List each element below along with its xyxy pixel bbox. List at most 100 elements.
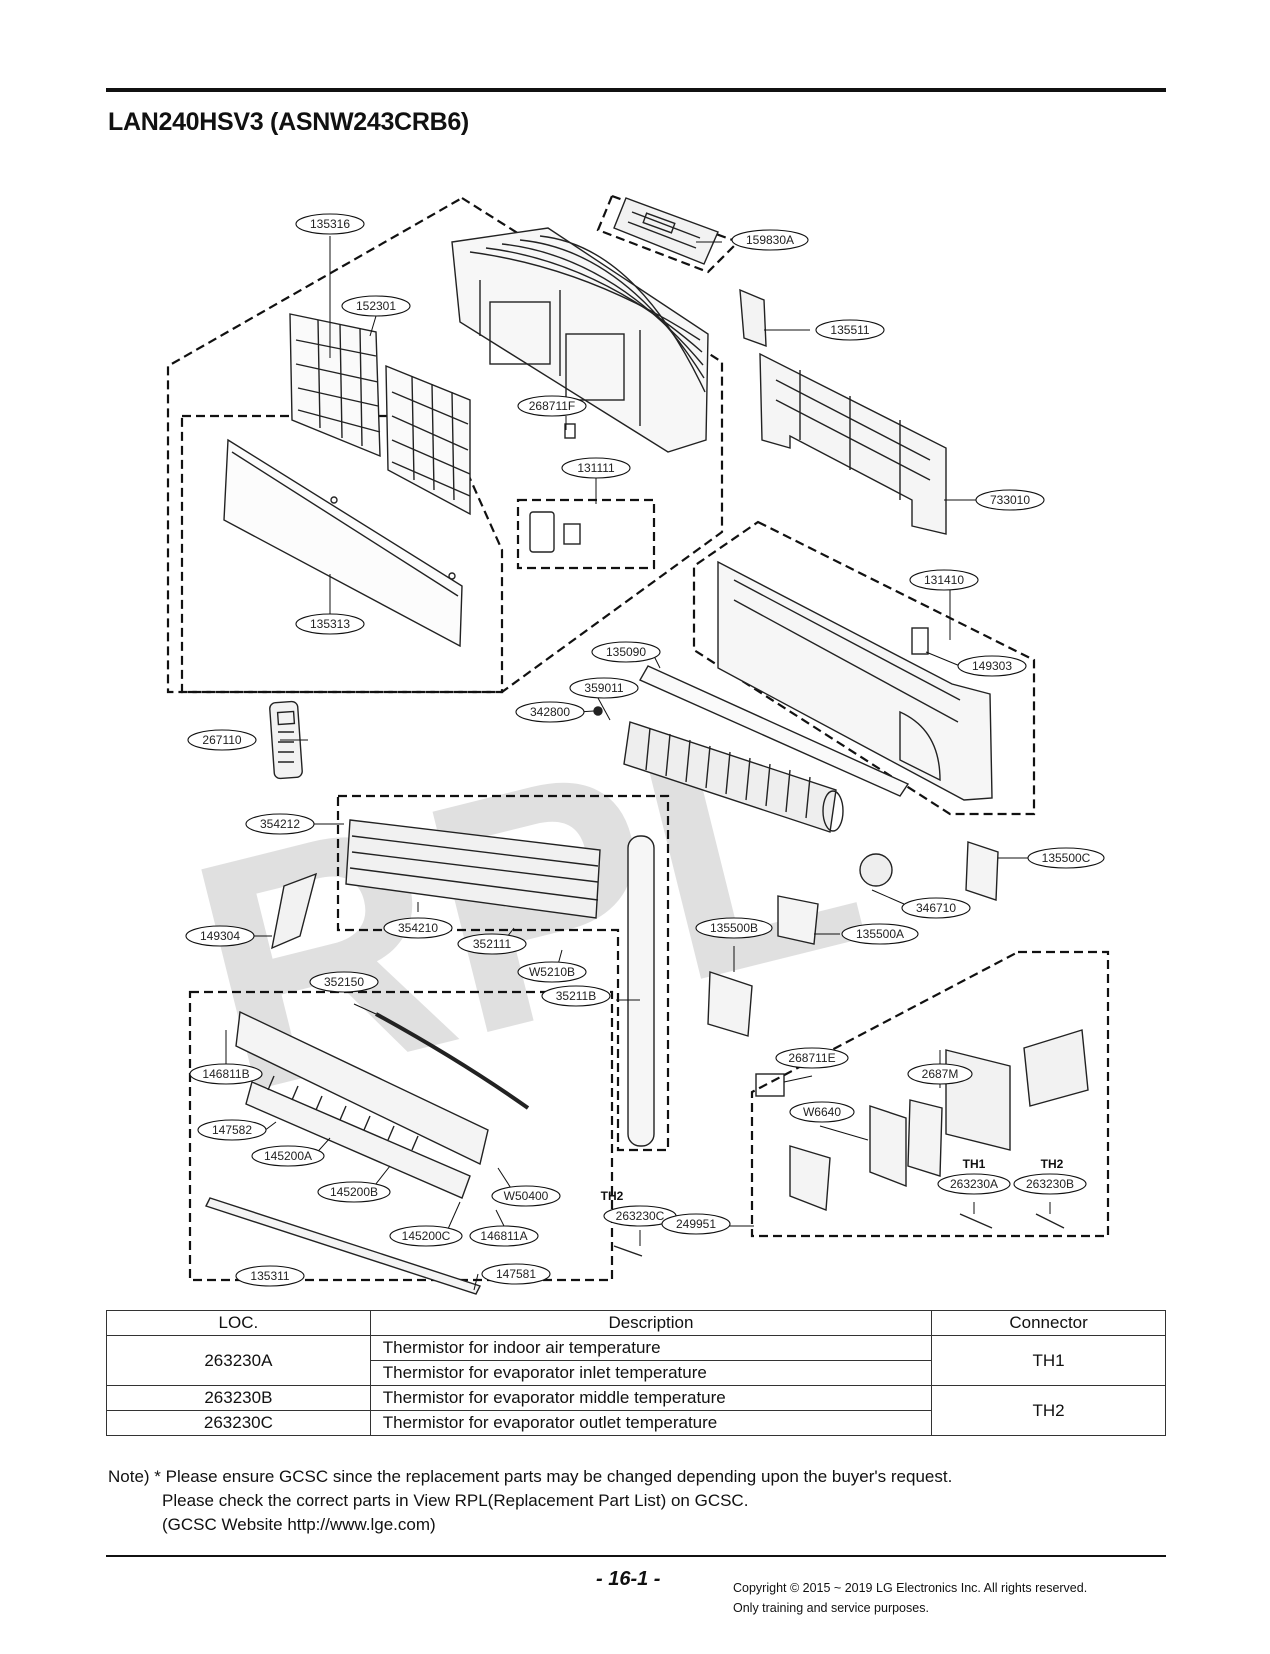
- chassis-body: [717, 560, 993, 801]
- label-146811a: 146811A: [480, 1229, 527, 1243]
- col-header-description: Description: [369, 1310, 933, 1336]
- copyright-notice: Copyright © 2015 ~ 2019 LG Electronics I…: [733, 1578, 1087, 1618]
- part-131111b-shape: [563, 523, 581, 545]
- label-w6640: W6640: [803, 1105, 841, 1119]
- page-title: LAN240HSV3 (ASNW243CRB6): [108, 108, 469, 136]
- label-145200c: 145200C: [402, 1229, 451, 1243]
- cell-loc: 263230B: [106, 1385, 371, 1411]
- label-149304: 149304: [200, 929, 240, 943]
- cell-description: Thermistor for evaporator inlet temperat…: [369, 1360, 933, 1386]
- label-268711e: 268711E: [788, 1051, 835, 1065]
- label-152301: 152301: [356, 299, 396, 313]
- note-line: Please check the correct parts in View R…: [162, 1491, 749, 1510]
- label-135311: 135311: [250, 1269, 289, 1283]
- label-263230a: 263230A: [950, 1177, 998, 1191]
- part-135090-shape: [639, 665, 910, 797]
- note-line: (GCSC Website http://www.lge.com): [162, 1515, 436, 1534]
- label-131410: 131410: [924, 573, 964, 587]
- display-assembly: [613, 197, 719, 265]
- table-row: Thermistor for evaporator inlet temperat…: [107, 1360, 1166, 1386]
- tag-th1: TH1: [963, 1157, 986, 1171]
- top-rule: [106, 88, 1166, 92]
- label-147581: 147581: [496, 1267, 536, 1281]
- label-359011: 359011: [584, 681, 623, 695]
- note-line: Note) * Please ensure GCSC since the rep…: [108, 1467, 953, 1486]
- label-147582: 147582: [212, 1123, 252, 1137]
- label-135500a: 135500A: [856, 927, 904, 941]
- part-149303-shape: [911, 627, 929, 655]
- table-row: 263230C Thermistor for evaporator outlet…: [106, 1410, 1166, 1436]
- label-267110: 267110: [202, 733, 241, 747]
- installation-plate: [759, 352, 947, 535]
- cell-description: Thermistor for evaporator outlet tempera…: [369, 1410, 933, 1436]
- bottom-rule: [106, 1555, 1166, 1557]
- label-149303: 149303: [972, 659, 1012, 673]
- exploded-parts-diagram: RPL: [162, 194, 1110, 1295]
- part-342800-shape: [593, 706, 603, 716]
- front-cover: [451, 227, 709, 453]
- control-box-group: [750, 950, 1110, 1238]
- label-354212: 354212: [260, 817, 300, 831]
- tag-th2-loose: TH2: [601, 1189, 624, 1203]
- cell-loc: 263230C: [106, 1410, 371, 1436]
- copyright-line: Only training and service purposes.: [733, 1601, 929, 1615]
- label-135500c: 135500C: [1042, 851, 1091, 865]
- label-342800: 342800: [530, 705, 570, 719]
- col-header-loc: LOC.: [106, 1310, 371, 1336]
- label-159830a: 159830A: [746, 233, 794, 247]
- callout-balloons: [185, 213, 1105, 1287]
- tag-th2-pcb: TH2: [1041, 1157, 1064, 1171]
- label-352111: 352111: [473, 937, 512, 951]
- louver-assembly: [205, 1010, 489, 1295]
- part-149304-shape: [271, 872, 318, 950]
- label-131111: 131111: [577, 461, 615, 475]
- evaporator: [345, 819, 655, 1147]
- cross-flow-fan: [623, 721, 844, 833]
- label-733010: 733010: [990, 493, 1030, 507]
- label-268711f: 268711F: [529, 399, 575, 413]
- component-drawings: [205, 197, 1089, 1295]
- part-135500b-shape: [707, 971, 753, 1037]
- chassis-group: [692, 520, 1036, 816]
- label-352150: 352150: [324, 975, 364, 989]
- page-number: - 16-1 -: [596, 1568, 661, 1590]
- label-346710: 346710: [916, 901, 956, 915]
- label-249951: 249951: [676, 1217, 716, 1231]
- label-2687m: 2687M: [922, 1067, 959, 1081]
- label-135500b: 135500B: [710, 921, 758, 935]
- pcb-small-group: [516, 498, 656, 570]
- table-header-row: LOC. Description Connector: [106, 1310, 1166, 1336]
- louver-group: [188, 990, 614, 1282]
- control-box: [613, 1029, 1089, 1257]
- part-135500a-shape: [777, 895, 819, 945]
- thermistor-location-table: LOC. Description Connector 263230A Therm…: [106, 1310, 1166, 1436]
- col-header-connector: Connector: [931, 1310, 1166, 1336]
- label-145200a: 145200A: [264, 1149, 312, 1163]
- part-135500c-shape: [965, 841, 999, 901]
- cell-connector: TH2: [931, 1385, 1166, 1436]
- label-35211b: 35211B: [556, 989, 596, 1003]
- label-135316: 135316: [310, 217, 350, 231]
- cell-loc: 263230A: [106, 1335, 371, 1386]
- copyright-line: Copyright © 2015 ~ 2019 LG Electronics I…: [733, 1581, 1088, 1595]
- label-w5210b: W5210B: [529, 965, 575, 979]
- part-352150-shape: [375, 1012, 530, 1110]
- callout-labels: 135316 159830A 152301 135511 268711F 131…: [200, 217, 1091, 1283]
- label-135313: 135313: [310, 617, 350, 631]
- label-w50400: W50400: [504, 1189, 549, 1203]
- part-131111-shape: [529, 511, 555, 553]
- part-346710-shape: [859, 853, 893, 887]
- label-354210: 354210: [398, 921, 438, 935]
- group-outlines: [166, 194, 1110, 1282]
- part-135511-shape: [739, 288, 767, 348]
- evaporator-group: [336, 794, 670, 1152]
- air-filters: [289, 313, 471, 516]
- label-145200b: 145200B: [330, 1185, 378, 1199]
- part-268711e-shape: [755, 1073, 785, 1097]
- replacement-note: Note) * Please ensure GCSC since the rep…: [108, 1465, 952, 1537]
- part-268711f-shape: [564, 423, 576, 439]
- part-35211b-shape: [627, 835, 655, 1147]
- label-146811b: 146811B: [202, 1067, 249, 1081]
- label-135090: 135090: [606, 645, 646, 659]
- label-135511: 135511: [830, 323, 869, 337]
